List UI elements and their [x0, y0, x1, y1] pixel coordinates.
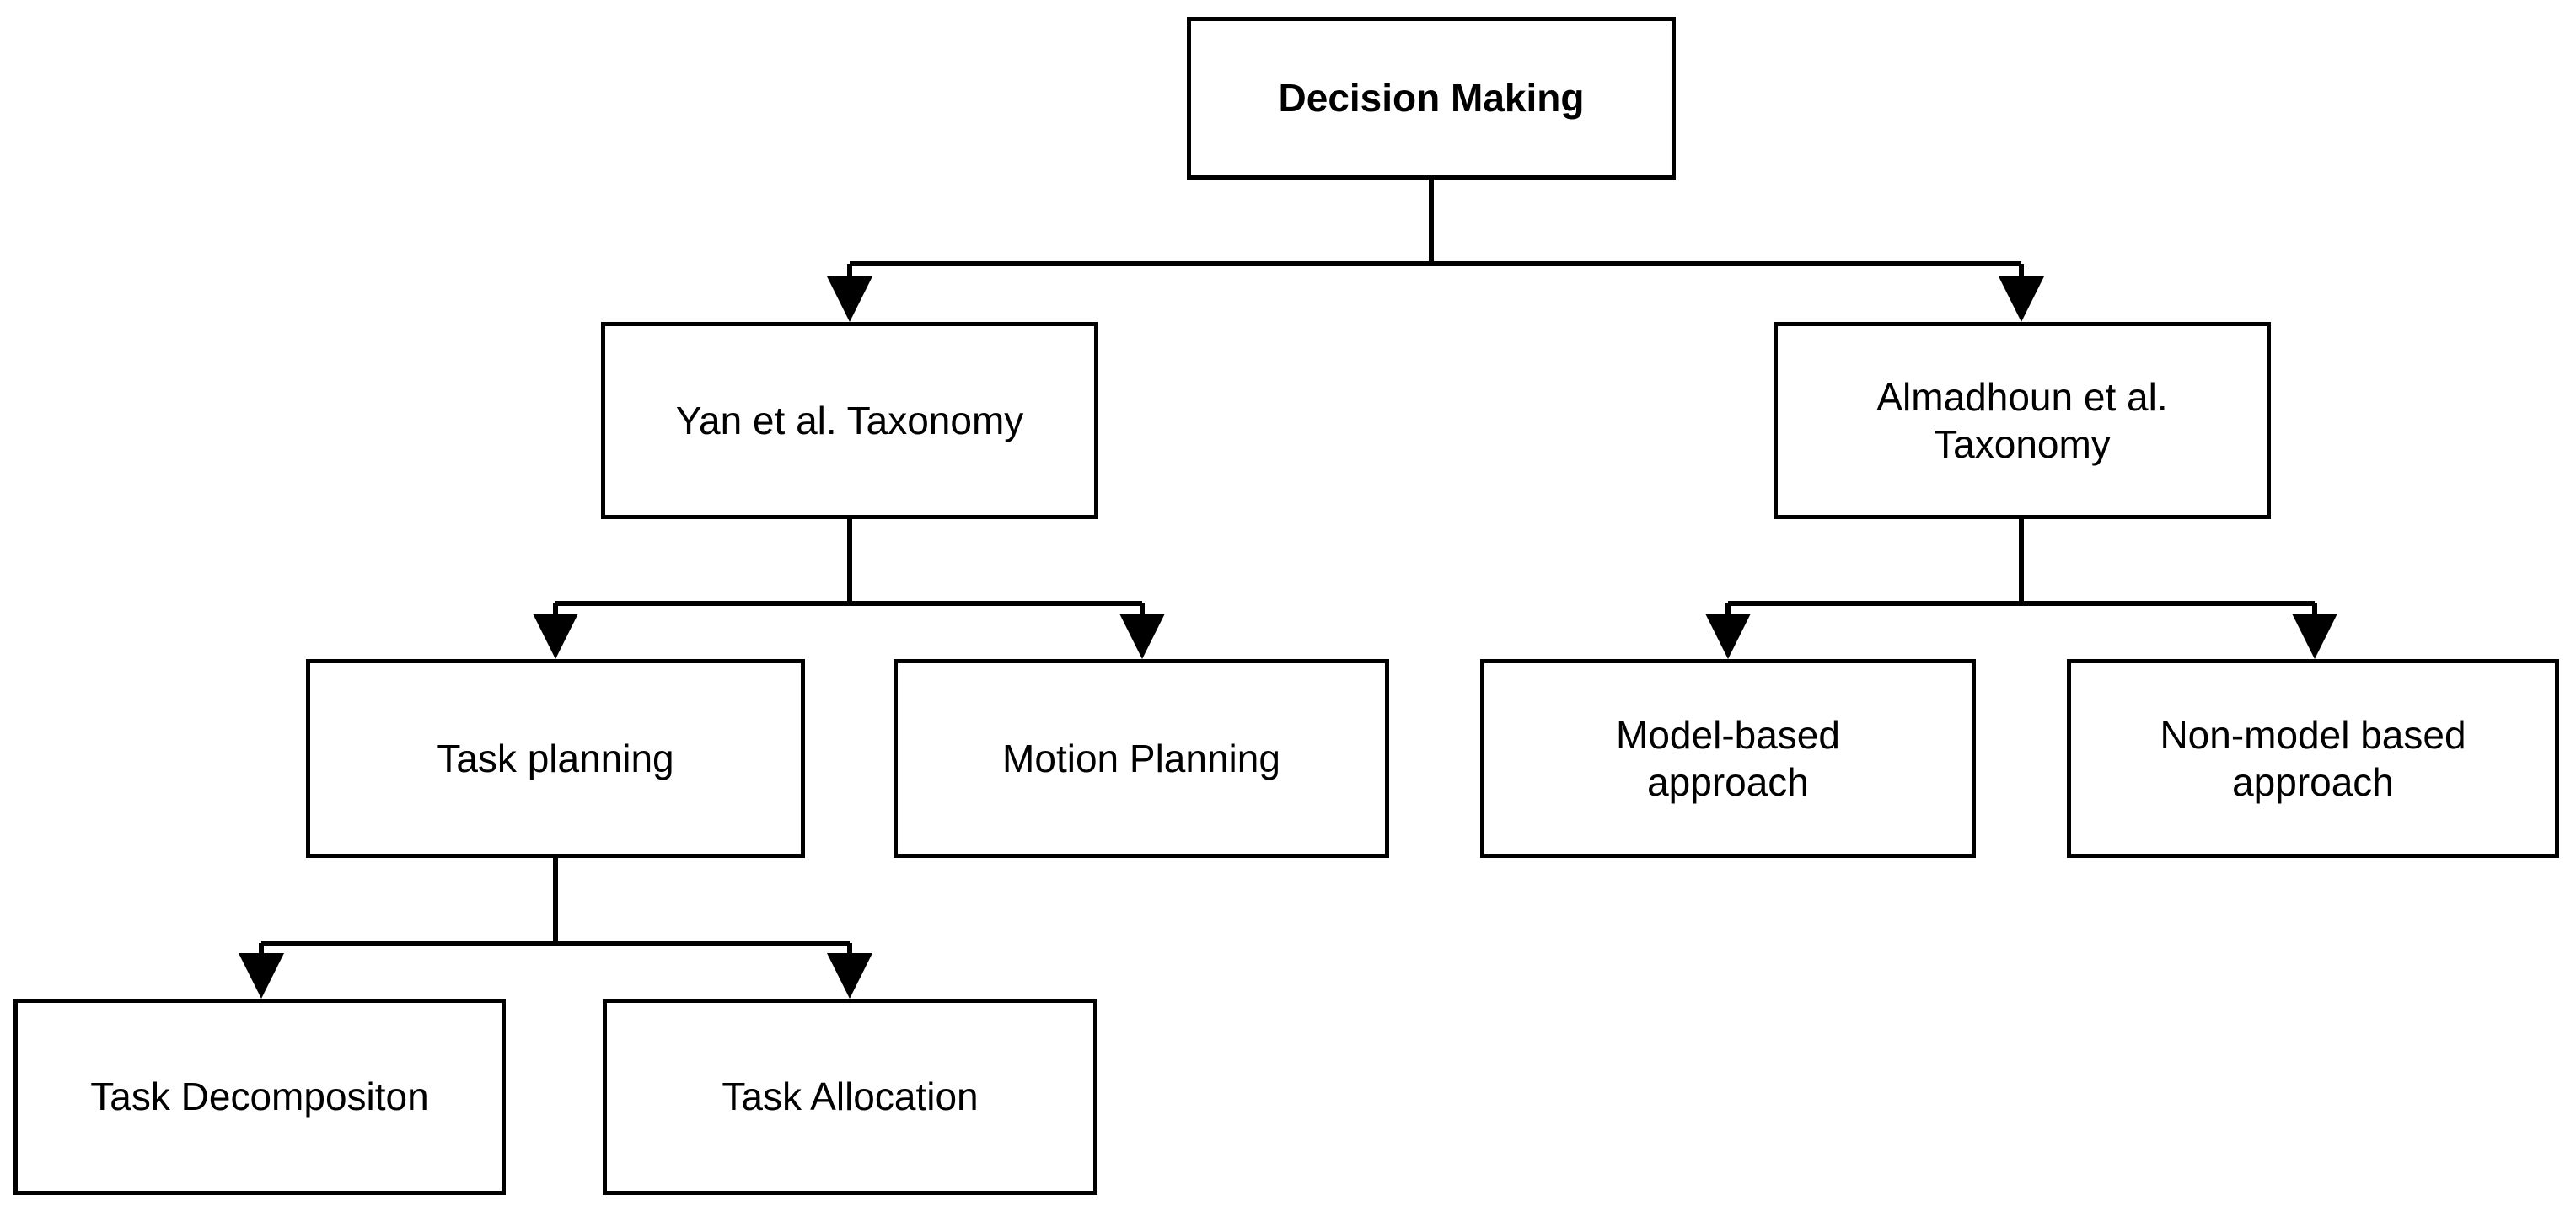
node-label-task-decompositon: Task Decompositon: [90, 1075, 429, 1119]
connector-almadhoun-taxonomy-arrowhead-0: [1705, 614, 1751, 659]
node-label-motion-planning: Motion Planning: [1002, 736, 1280, 780]
node-label-decision-making: Decision Making: [1278, 76, 1585, 121]
node-label-task-allocation: Task Allocation: [722, 1075, 979, 1119]
connector-decision-making-arrowhead-1: [1999, 276, 2044, 322]
node-label-model-based-approach: Model-based approach: [1616, 712, 1840, 804]
node-model-based-approach[interactable]: Model-based approach: [1480, 659, 1976, 858]
connector-yan-taxonomy-arrowhead-1: [1119, 614, 1165, 659]
connector-decision-making-arrowhead-0: [827, 276, 872, 322]
node-label-yan-taxonomy: Yan et al. Taxonomy: [675, 398, 1024, 442]
node-label-non-model-based-approach: Non-model based approach: [2160, 712, 2466, 804]
node-yan-taxonomy[interactable]: Yan et al. Taxonomy: [601, 322, 1098, 519]
node-task-planning[interactable]: Task planning: [306, 659, 805, 858]
node-label-almadhoun-taxonomy: Almadhoun et al. Taxonomy: [1876, 374, 2168, 466]
node-almadhoun-taxonomy[interactable]: Almadhoun et al. Taxonomy: [1774, 322, 2271, 519]
node-task-decompositon[interactable]: Task Decompositon: [13, 999, 506, 1195]
node-label-task-planning: Task planning: [437, 736, 674, 780]
connector-almadhoun-taxonomy-arrowhead-1: [2292, 614, 2337, 659]
node-non-model-based-approach[interactable]: Non-model based approach: [2067, 659, 2559, 858]
node-task-allocation[interactable]: Task Allocation: [603, 999, 1097, 1195]
node-motion-planning[interactable]: Motion Planning: [894, 659, 1389, 858]
node-decision-making[interactable]: Decision Making: [1187, 17, 1676, 180]
connector-task-planning-arrowhead-1: [827, 953, 872, 999]
connector-yan-taxonomy-arrowhead-0: [533, 614, 578, 659]
connector-task-planning-arrowhead-0: [239, 953, 284, 999]
